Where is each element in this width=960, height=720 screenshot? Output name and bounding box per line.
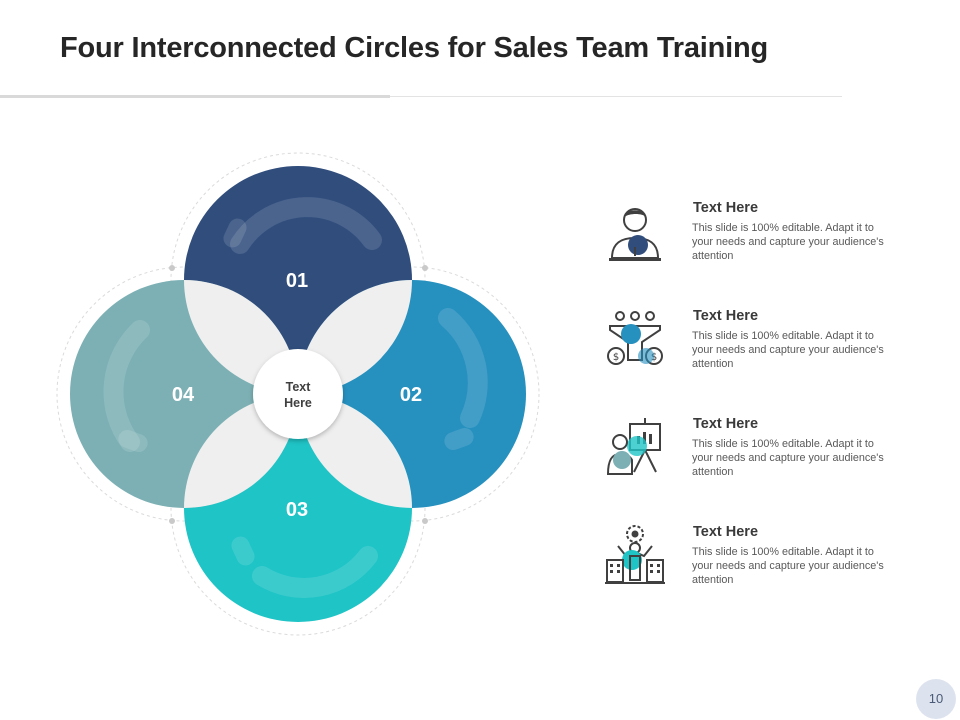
gloss-dots: [118, 218, 474, 566]
growth-leader-icon: [605, 525, 665, 584]
item-heading-2: Text Here: [693, 308, 759, 324]
circle-number-02: 02: [400, 384, 422, 406]
item-heading-1: Text Here: [693, 200, 759, 216]
circle-number-04: 04: [172, 384, 195, 406]
center-label-line1: Text: [286, 380, 312, 394]
item-description-1: This slide is 100% editable. Adapt it to…: [692, 222, 884, 262]
info-item-3: Text Here This slide is 100% editable. A…: [604, 416, 904, 496]
center-label-line2: Here: [284, 396, 312, 410]
page-number-badge: 10: [916, 679, 956, 719]
info-item-4: Text Here This slide is 100% editable. A…: [604, 524, 904, 604]
gloss-highlights: [103, 197, 488, 598]
item-heading-3: Text Here: [693, 416, 759, 432]
sales-funnel-icon: $ $: [607, 311, 663, 365]
title-divider-accent: [0, 95, 390, 98]
title-divider: [0, 96, 842, 97]
item-description-3: This slide is 100% editable. Adapt it to…: [692, 438, 884, 478]
item-heading-4: Text Here: [693, 524, 759, 540]
item-description-4: This slide is 100% editable. Adapt it to…: [692, 546, 884, 586]
overlap-regions: [184, 280, 412, 508]
circle-number-03: 03: [286, 499, 308, 521]
connector-dots: [169, 265, 428, 524]
four-circle-diagram: 01 02 03 04 Text Here: [56, 152, 540, 636]
info-item-1: Text Here This slide is 100% editable. A…: [604, 200, 904, 280]
svg-text:$: $: [613, 352, 619, 363]
slide-title: Four Interconnected Circles for Sales Te…: [60, 32, 769, 64]
center-hub: [253, 349, 343, 439]
info-item-2: $ $ Text Here This slide is 100% editabl…: [604, 308, 904, 388]
businessman-icon: [609, 208, 661, 261]
svg-text:$: $: [651, 352, 657, 363]
circle-number-01: 01: [286, 270, 308, 292]
item-description-2: This slide is 100% editable. Adapt it to…: [692, 330, 884, 370]
presentation-icon: [606, 418, 661, 475]
